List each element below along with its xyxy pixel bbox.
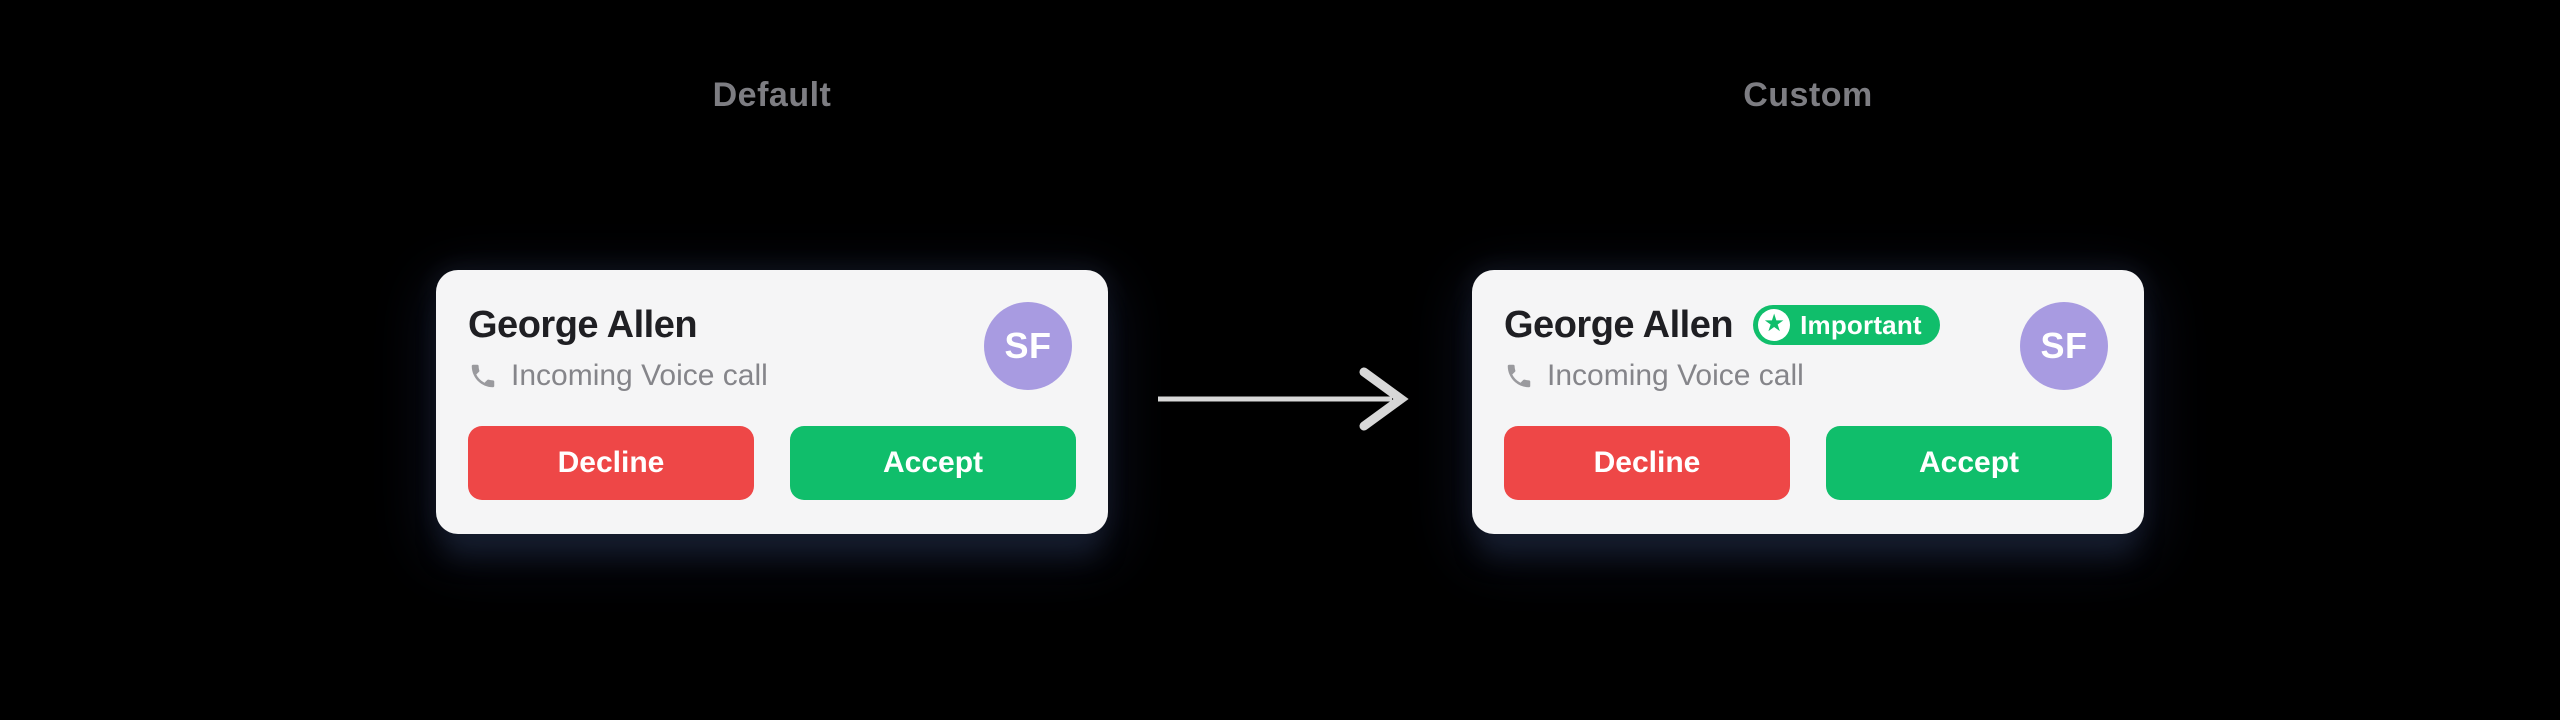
custom-section-heading: Custom bbox=[1743, 76, 1873, 114]
incoming-call-card-default: George Allen Incoming Voice call SF Decl… bbox=[436, 270, 1108, 534]
decline-button[interactable]: Decline bbox=[1504, 426, 1790, 500]
call-status-text: Incoming Voice call bbox=[1547, 359, 1804, 392]
call-actions-row: Decline Accept bbox=[468, 426, 1076, 500]
avatar: SF bbox=[984, 302, 1072, 390]
phone-icon bbox=[1504, 361, 1534, 391]
caller-name: George Allen bbox=[468, 303, 698, 346]
avatar-initials: SF bbox=[2040, 325, 2088, 366]
important-badge: ★ Important bbox=[1753, 305, 1940, 345]
decline-button[interactable]: Decline bbox=[468, 426, 754, 500]
incoming-call-card-custom: George Allen ★ Important Incoming Voice … bbox=[1472, 270, 2144, 534]
star-icon: ★ bbox=[1758, 309, 1791, 341]
avatar-initials: SF bbox=[1004, 325, 1052, 366]
avatar: SF bbox=[2020, 302, 2108, 390]
caller-name-row: George Allen ★ Important bbox=[1504, 302, 2112, 348]
call-status-row: Incoming Voice call bbox=[468, 356, 1076, 396]
caller-name-row: George Allen bbox=[468, 302, 1076, 348]
accept-button[interactable]: Accept bbox=[1826, 426, 2112, 500]
call-status-text: Incoming Voice call bbox=[511, 359, 768, 392]
call-status-row: Incoming Voice call bbox=[1504, 356, 2112, 396]
caller-name: George Allen bbox=[1504, 303, 1734, 346]
important-badge-label: Important bbox=[1800, 309, 1922, 340]
accept-button[interactable]: Accept bbox=[790, 426, 1076, 500]
arrow-right-icon bbox=[1158, 367, 1409, 431]
phone-icon bbox=[468, 361, 498, 391]
default-section-heading: Default bbox=[712, 76, 832, 114]
call-actions-row: Decline Accept bbox=[1504, 426, 2112, 500]
